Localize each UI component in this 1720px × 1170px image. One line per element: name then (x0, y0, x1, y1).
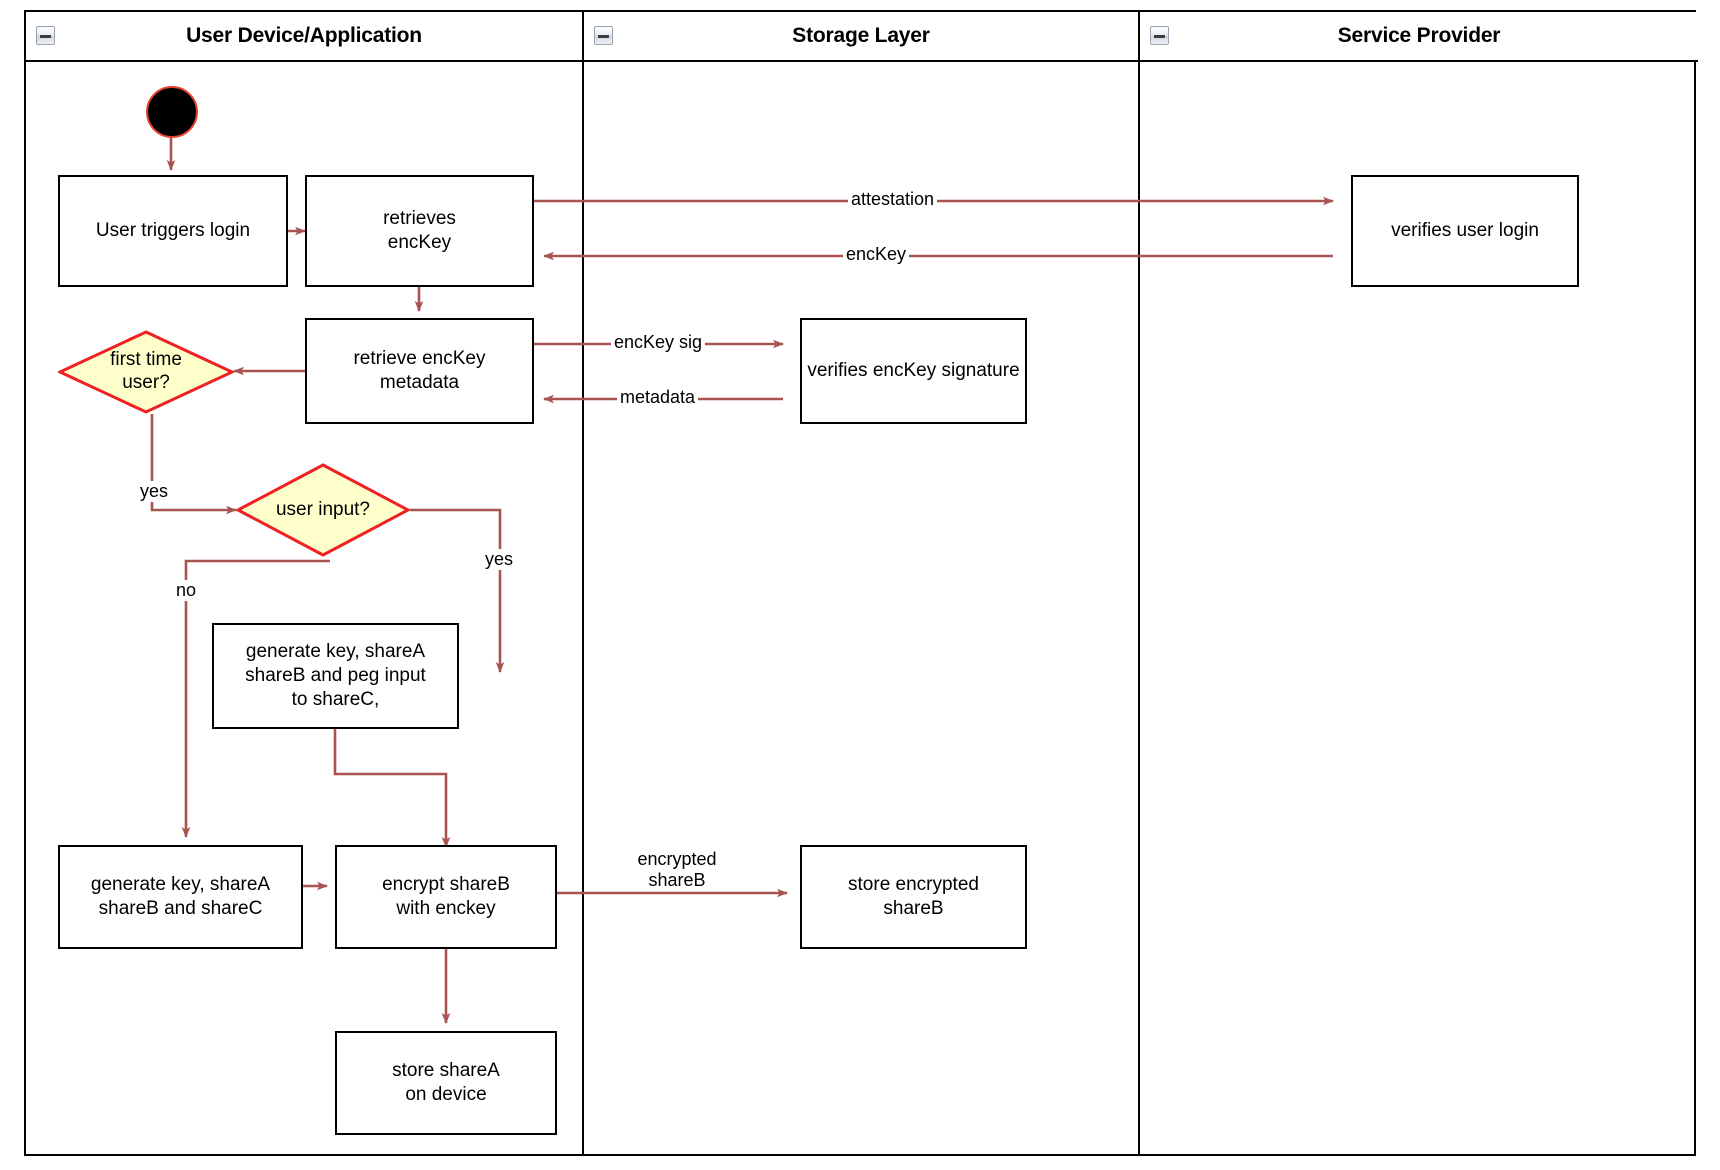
swimlane-header-service-provider[interactable]: Service Provider (1140, 12, 1698, 62)
action-generate-key-shares[interactable]: generate key, shareA shareB and shareC (58, 845, 303, 949)
swimlane-title-storage-layer: Storage Layer (792, 24, 930, 47)
action-encrypt-shareb[interactable]: encrypt shareB with enckey (335, 845, 557, 949)
action-retrieves-enckey[interactable]: retrieves encKey (305, 175, 534, 287)
collapse-minus-icon[interactable] (36, 26, 55, 45)
action-retrieve-enckey-metadata[interactable]: retrieve encKey metadata (305, 318, 534, 424)
edge-label-attestation: attestation (848, 189, 938, 210)
swimlane-header-user-device[interactable]: User Device/Application (26, 12, 582, 62)
action-store-encrypted-shareb[interactable]: store encrypted shareB (800, 845, 1027, 949)
swimlane-service-provider[interactable]: Service Provider (1138, 12, 1698, 1154)
decision-user-input[interactable]: user input? (236, 463, 410, 557)
action-generate-key-peg-shareC[interactable]: generate key, shareA shareB and peg inpu… (212, 623, 459, 729)
action-store-sharea[interactable]: store shareA on device (335, 1031, 557, 1135)
edge-label-yes-user-input: yes (482, 549, 517, 570)
edge-label-enckey-sig: encKey sig (611, 332, 706, 353)
swimlane-storage-layer[interactable]: Storage Layer (582, 12, 1138, 1154)
edge-label-enckey: encKey (843, 244, 910, 265)
edge-label-yes-first-time: yes (137, 481, 172, 502)
collapse-minus-icon[interactable] (594, 26, 613, 45)
edge-label-no-user-input: no (173, 580, 200, 601)
start-node[interactable] (146, 86, 198, 138)
action-user-triggers-login[interactable]: User triggers login (58, 175, 288, 287)
collapse-minus-icon[interactable] (1150, 26, 1169, 45)
swimlane-title-user-device: User Device/Application (186, 24, 422, 47)
edge-label-encrypted-shareb: encrypted shareB (622, 849, 732, 891)
swimlane-title-service-provider: Service Provider (1337, 24, 1501, 47)
decision-first-time-user[interactable]: first time user? (58, 330, 234, 414)
edge-label-metadata: metadata (617, 387, 699, 408)
swimlane-header-storage-layer[interactable]: Storage Layer (584, 12, 1138, 62)
action-verifies-enckey-signature[interactable]: verifies encKey signature (800, 318, 1027, 424)
swimlane-user-device[interactable]: User Device/Application (26, 12, 582, 1154)
action-verifies-user-login[interactable]: verifies user login (1351, 175, 1579, 287)
